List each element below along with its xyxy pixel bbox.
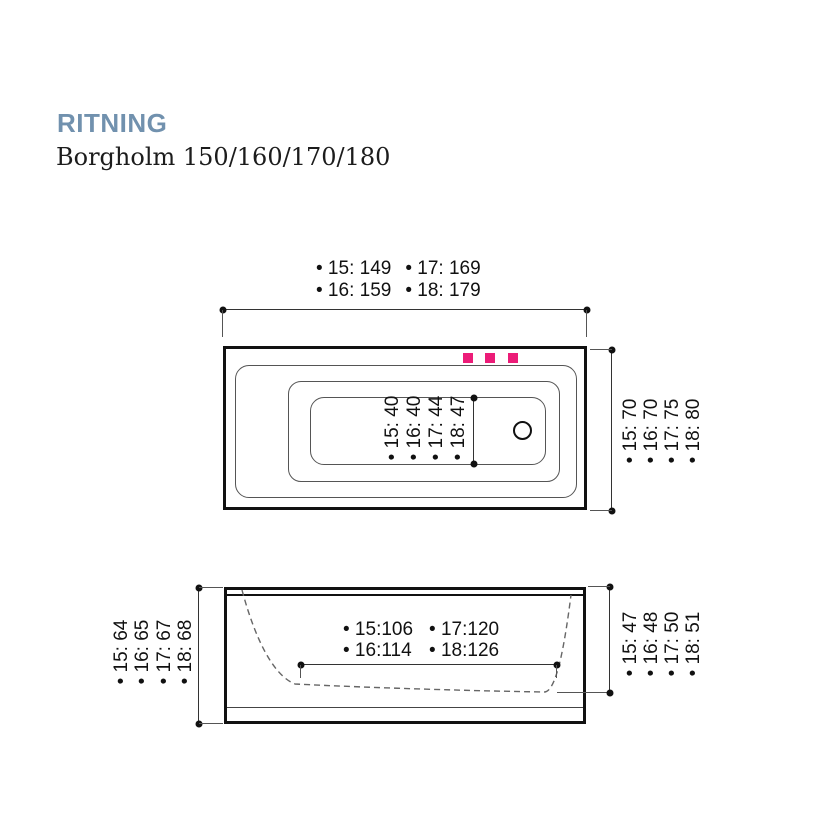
top-length-labels: • 15: 149 • 17: 169 • 16: 159 • 18: 179 — [316, 258, 481, 302]
depth-reference-line — [557, 692, 610, 694]
tub-basin-outline — [288, 381, 560, 482]
tub-base-line — [227, 707, 583, 709]
depth-label: • 15: 47 — [620, 611, 641, 677]
width-label: • 18: 80 — [683, 398, 704, 464]
length-label: • 15: 149 — [316, 258, 392, 279]
page-title: RITNING — [57, 108, 168, 138]
dimension-dot — [606, 583, 614, 591]
extension-tick — [300, 665, 302, 678]
jet-marker — [485, 353, 495, 363]
side-inner-length-labels: • 15:106 • 17:120 • 16:114 • 18:126 — [343, 619, 499, 661]
inner-width-label: • 18: 47 — [448, 395, 469, 461]
extension-tick — [588, 586, 610, 588]
extension-tick — [199, 723, 223, 725]
inner-width-dimension-line — [473, 398, 475, 464]
depth-label: • 16: 48 — [641, 611, 662, 677]
dimension-dot — [608, 346, 616, 354]
height-dimension-line — [198, 588, 200, 724]
dimension-dot — [606, 689, 614, 697]
dimension-dot — [608, 507, 616, 515]
drain-icon — [513, 421, 532, 440]
inner-length-label: • 17:120 — [429, 619, 500, 640]
tub-top-outline — [223, 346, 587, 510]
depth-dimension-line — [609, 587, 611, 693]
depth-label: • 17: 50 — [662, 611, 683, 677]
inner-width-label: • 17: 44 — [426, 395, 447, 461]
jet-marker — [463, 353, 473, 363]
extension-tick — [590, 510, 612, 512]
height-label: • 18: 68 — [175, 619, 196, 685]
height-label: • 16: 65 — [132, 619, 153, 685]
width-dimension-line — [611, 350, 613, 511]
extension-tick — [556, 665, 558, 678]
jet-marker — [508, 353, 518, 363]
inner-length-label: • 16:114 — [343, 640, 412, 661]
height-label: • 15: 64 — [111, 619, 132, 685]
height-label: • 17: 67 — [154, 619, 175, 685]
width-label: • 17: 75 — [662, 398, 683, 464]
dimension-dot — [470, 460, 478, 468]
tub-side-outline — [224, 587, 586, 724]
length-dimension-line — [223, 309, 587, 311]
product-name: Borgholm 150/160/170/180 — [56, 143, 391, 171]
length-label: • 17: 169 — [405, 258, 481, 279]
depth-label: • 18: 51 — [683, 611, 704, 677]
tub-rim-line — [227, 594, 583, 596]
dimension-dot — [470, 394, 478, 402]
tub-rim-outline — [235, 365, 577, 498]
inner-length-label: • 15:106 — [343, 619, 414, 640]
inner-width-label: • 15: 40 — [382, 395, 403, 461]
tub-floor-outline — [310, 397, 546, 465]
inner-width-label: • 16: 40 — [404, 395, 425, 461]
length-label: • 18: 179 — [405, 280, 481, 301]
width-label: • 16: 70 — [641, 398, 662, 464]
extension-tick — [590, 349, 612, 351]
extension-tick — [222, 310, 224, 337]
tub-interior-profile — [241, 589, 572, 693]
extension-tick — [586, 310, 588, 337]
length-label: • 16: 159 — [316, 280, 392, 301]
width-label: • 15: 70 — [620, 398, 641, 464]
inner-length-dimension-line — [301, 664, 557, 666]
inner-length-label: • 18:126 — [429, 640, 500, 661]
extension-tick — [199, 587, 223, 589]
